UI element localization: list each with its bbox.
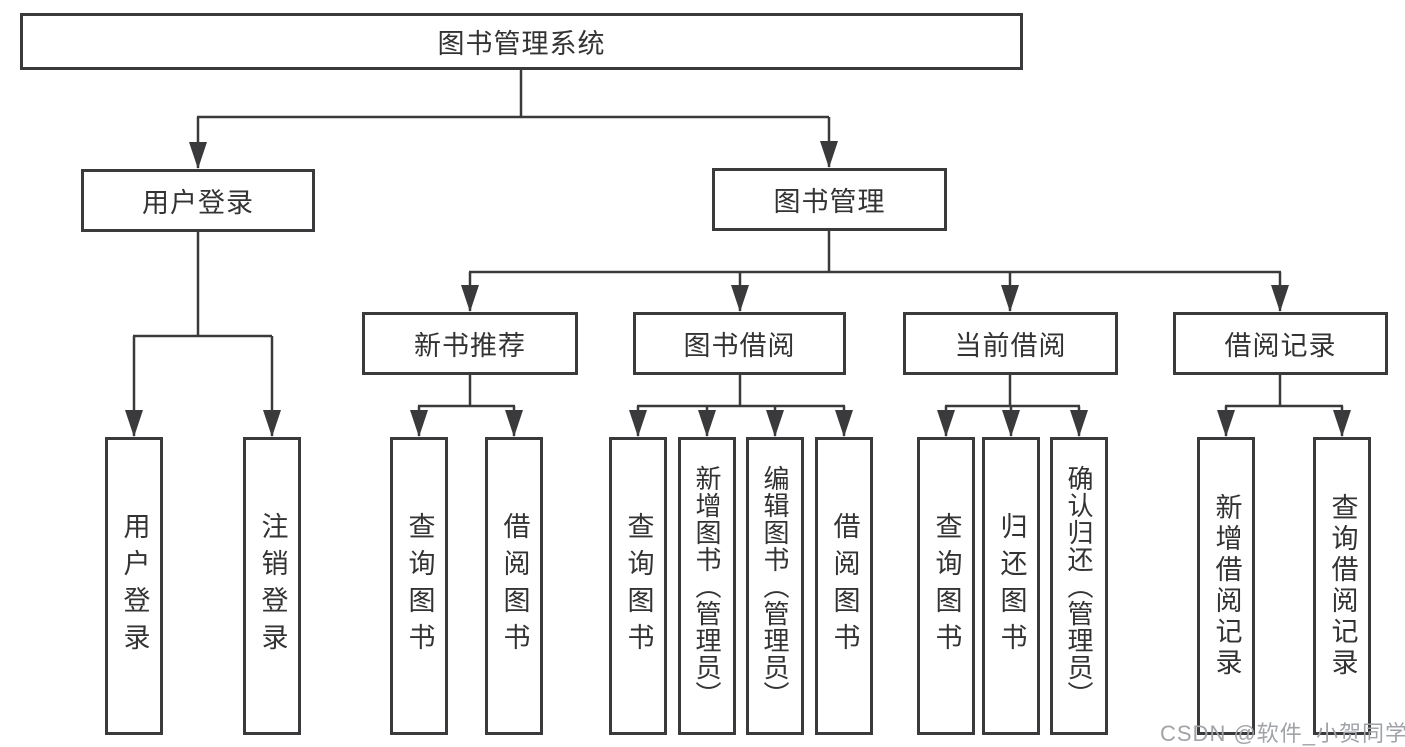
node-borrow-records: 借阅记录 [1173, 312, 1388, 375]
leaf-logout-label: 注销登录 [257, 512, 288, 660]
node-current-borrow: 当前借阅 [903, 312, 1118, 375]
leaf-edit-book-admin: 编辑图书（管理员） [746, 437, 804, 735]
leaf-rec-query-book-label: 查询图书 [404, 512, 435, 660]
csdn-watermark: CSDN @软件_小贺同学 [1160, 721, 1405, 746]
node-borrow-records-label: 借阅记录 [1224, 331, 1337, 361]
leaf-current-query-book: 查询图书 [917, 437, 975, 735]
leaf-rec-borrow-book-label: 借阅图书 [499, 512, 530, 660]
node-book-borrow: 图书借阅 [633, 312, 846, 375]
node-user-login-label: 用户登录 [142, 188, 254, 218]
node-root: 图书管理系统 [20, 13, 1023, 70]
node-new-book-rec: 新书推荐 [362, 312, 578, 375]
node-current-borrow-label: 当前借阅 [954, 331, 1067, 361]
leaf-return-book-label: 归还图书 [996, 512, 1027, 660]
leaf-borrow-book: 借阅图书 [815, 437, 873, 735]
leaf-add-book-admin-label: 新增图书（管理员） [692, 464, 722, 708]
leaf-return-book: 归还图书 [982, 437, 1040, 735]
node-user-login: 用户登录 [81, 169, 315, 232]
leaf-user-login: 用户登录 [105, 437, 163, 735]
leaf-current-query-book-label: 查询图书 [931, 512, 962, 660]
leaf-query-borrow-record: 查询借阅记录 [1313, 437, 1371, 735]
leaf-borrow-query-book-label: 查询图书 [623, 512, 654, 660]
leaf-rec-query-book: 查询图书 [390, 437, 448, 735]
leaf-query-borrow-record-label: 查询借阅记录 [1327, 493, 1358, 679]
leaf-edit-book-admin-label: 编辑图书（管理员） [760, 464, 790, 708]
leaf-add-borrow-record-label: 新增借阅记录 [1211, 493, 1242, 679]
node-new-book-rec-label: 新书推荐 [414, 331, 526, 361]
leaf-add-book-admin: 新增图书（管理员） [678, 437, 736, 735]
node-book-borrow-label: 图书借阅 [683, 331, 796, 361]
leaf-borrow-book-label: 借阅图书 [829, 512, 860, 660]
leaf-logout: 注销登录 [243, 437, 301, 735]
leaf-confirm-return-admin: 确认归还（管理员） [1050, 437, 1108, 735]
leaf-confirm-return-admin-label: 确认归还（管理员） [1064, 464, 1094, 708]
leaf-rec-borrow-book: 借阅图书 [485, 437, 543, 735]
leaf-user-login-label: 用户登录 [119, 512, 150, 660]
node-book-mgmt-label: 图书管理 [773, 187, 886, 217]
node-book-mgmt: 图书管理 [712, 168, 947, 231]
node-root-label: 图书管理系统 [437, 29, 606, 59]
leaf-borrow-query-book: 查询图书 [609, 437, 667, 735]
leaf-add-borrow-record: 新增借阅记录 [1197, 437, 1255, 735]
